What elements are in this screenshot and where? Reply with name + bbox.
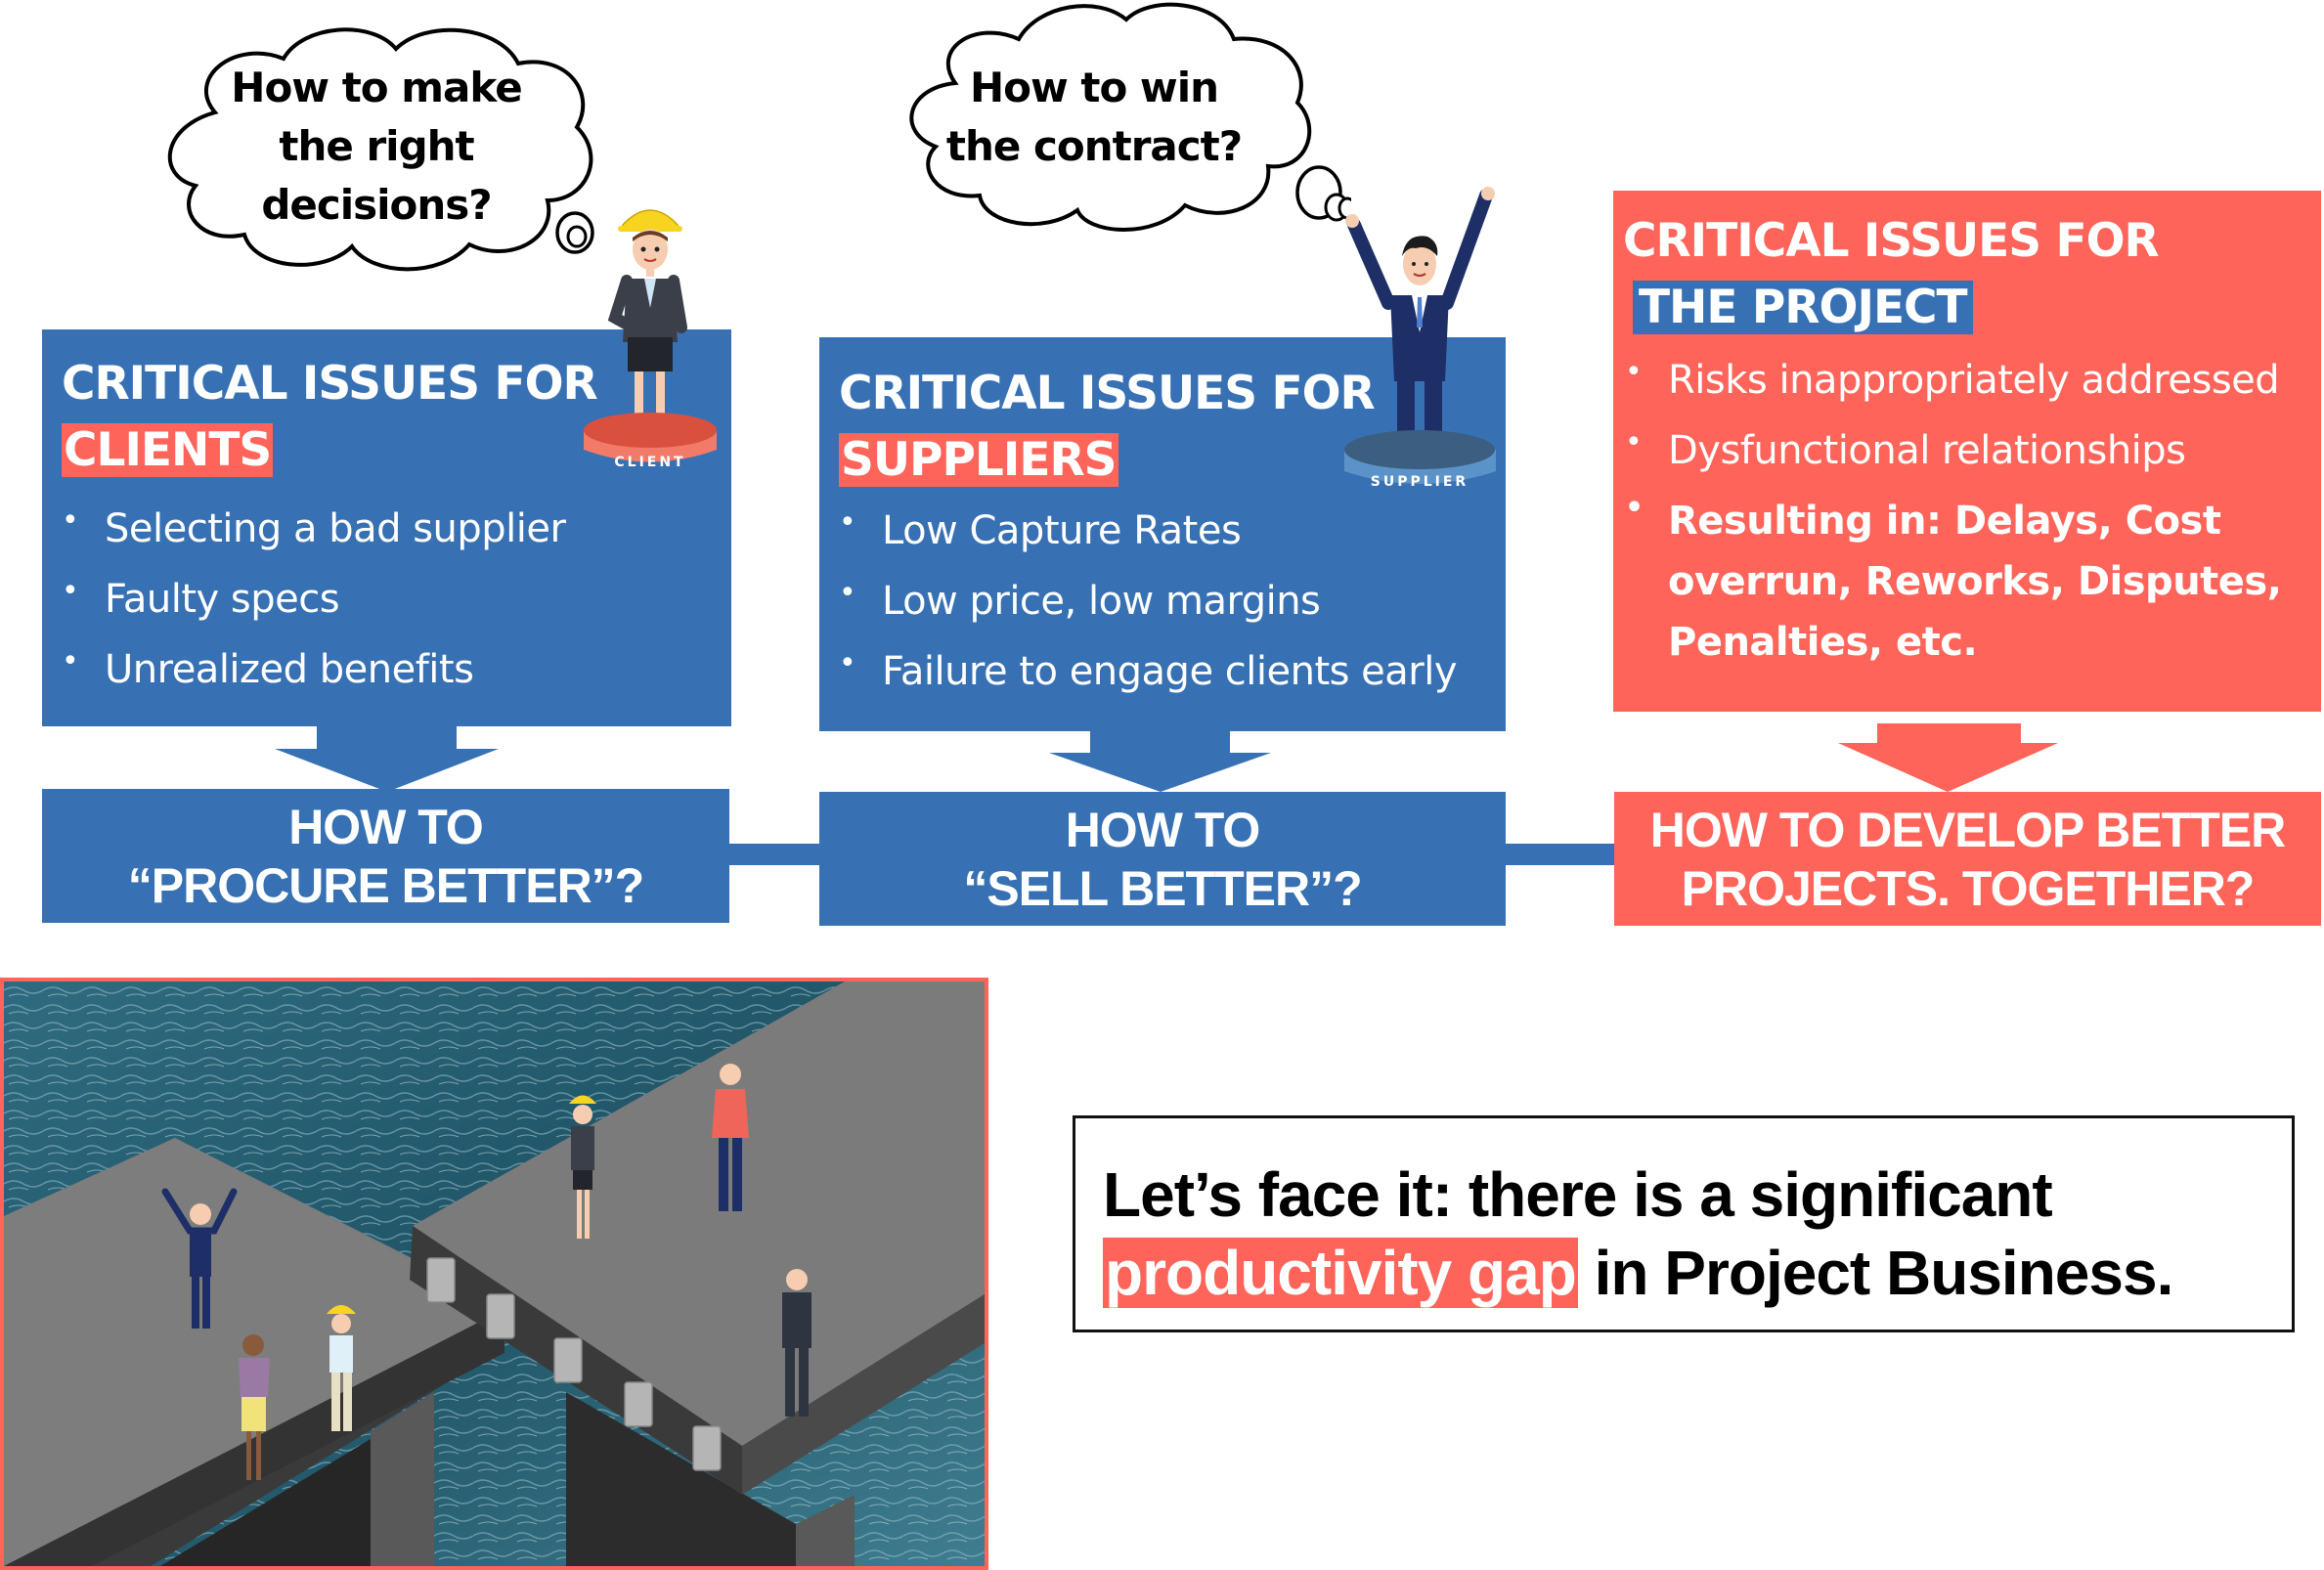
pedestal-label-supplier: SUPPLIER [1371, 474, 1469, 489]
list-item: Selecting a bad supplier [60, 486, 566, 564]
supplier-pedestal-icon: SUPPLIER [1344, 430, 1496, 490]
result-line: Penalties, etc. [1668, 620, 1978, 665]
issues-list-suppliers: Low Capture Rates Low price, low margins… [837, 488, 1458, 707]
list-item: Low price, low margins [837, 558, 1457, 636]
cloud-shape-icon [167, 27, 594, 272]
issues-list-clients: Selecting a bad supplier Faulty specs Un… [60, 486, 566, 705]
issues-box-suppliers: CRITICAL ISSUES FOR SUPPLIERS Low Captur… [819, 337, 1506, 731]
pedestal-label-client: CLIENT [614, 455, 685, 470]
list-item: Faulty specs [60, 556, 565, 634]
question-box-procure: HOW TO “PROCURE BETTER”? [42, 789, 729, 923]
issues-title: CRITICAL ISSUES FOR [1623, 214, 2160, 268]
thought-text-line: How to win [969, 64, 1219, 111]
thought-text-line: How to make [231, 64, 522, 111]
arrow-down-suppliers-icon [1049, 723, 1271, 792]
question-line: PROJECTS. TOGETHER? [1681, 860, 2256, 916]
quote-line-2: productivity gap in Project Business. [1103, 1234, 2174, 1312]
quote-box: Let’s face it: there is a significant pr… [1073, 1115, 2295, 1332]
thought-bubble-client: How to make the right decisions? [147, 20, 626, 283]
question-box-develop: HOW TO DEVELOP BETTER PROJECTS. TOGETHER… [1614, 792, 2321, 926]
thought-text-line: the contract? [945, 122, 1243, 170]
quote-highlight: productivity gap [1103, 1238, 1578, 1308]
issues-box-clients: CRITICAL ISSUES FOR CLIENTS Selecting a … [42, 329, 731, 726]
question-line: HOW TO [288, 799, 484, 854]
question-line: “SELL BETTER”? [963, 860, 1362, 916]
result-line: Resulting in: Delays, Cost [1668, 499, 2221, 544]
list-item: Risks inappropriately addressed [1623, 337, 2281, 415]
client-woman-figure-icon [607, 209, 687, 447]
list-item-result: Resulting in: Delays, Cost overrun, Rewo… [1623, 478, 2282, 673]
quote-line-2-rest: in Project Business. [1577, 1238, 2174, 1308]
question-line: HOW TO [1065, 802, 1261, 857]
arrows-layer [275, 723, 2058, 792]
bridge-bolts-icon [426, 1257, 722, 1471]
list-item: Failure to engage clients early [837, 629, 1458, 707]
list-item: Unrealized benefits [60, 627, 565, 705]
person-woman-yellow-skirt-icon [239, 1334, 270, 1480]
connector-clients-suppliers [728, 844, 821, 865]
bridge-illustration [0, 978, 988, 1570]
bridge-gap-scene-icon [4, 981, 985, 1566]
person-red-shirt-icon [712, 1064, 749, 1211]
list-item: Low Capture Rates [837, 488, 1457, 566]
connector-suppliers-project [1504, 844, 1616, 865]
person-hardhat-woman-icon [569, 1095, 596, 1239]
quote-line-1: Let’s face it: there is a significant [1103, 1159, 2053, 1230]
client-character: CLIENT [572, 181, 728, 474]
question-line: HOW TO DEVELOP BETTER [1649, 802, 2286, 857]
question-line: “PROCURE BETTER”? [127, 857, 644, 913]
arrow-down-project-icon [1838, 723, 2058, 792]
person-hardhat-man-icon [327, 1305, 356, 1431]
thought-text-line: decisions? [261, 181, 492, 229]
person-raised-arms-icon [161, 1188, 238, 1329]
issues-highlight-project: THE PROJECT [1633, 281, 1973, 334]
issues-title: CRITICAL ISSUES FOR [62, 357, 598, 411]
thought-text-line: the right [279, 122, 474, 170]
supplier-man-figure-icon [1345, 187, 1495, 477]
person-dark-suit-icon [782, 1269, 811, 1417]
issues-box-project: CRITICAL ISSUES FOR THE PROJECT Risks in… [1613, 191, 2321, 712]
result-line: overrun, Reworks, Disputes, [1668, 559, 2282, 604]
cloud-shape-icon [909, 2, 1357, 232]
issues-highlight-suppliers: SUPPLIERS [839, 433, 1118, 487]
thought-bubble-supplier: How to win the contract? [892, 0, 1357, 254]
issues-list-project: Risks inappropriately addressed Dysfunct… [1623, 337, 2282, 673]
supplier-character: SUPPLIER [1330, 186, 1511, 490]
issues-title: CRITICAL ISSUES FOR [839, 367, 1376, 420]
issues-highlight-clients: CLIENTS [62, 423, 274, 477]
arrow-down-clients-icon [275, 723, 499, 792]
client-pedestal-icon: CLIENT [584, 413, 717, 470]
list-item: Dysfunctional relationships [1623, 408, 2281, 486]
bridge-right-section [410, 981, 985, 1566]
question-box-sell: HOW TO “SELL BETTER”? [819, 792, 1506, 926]
